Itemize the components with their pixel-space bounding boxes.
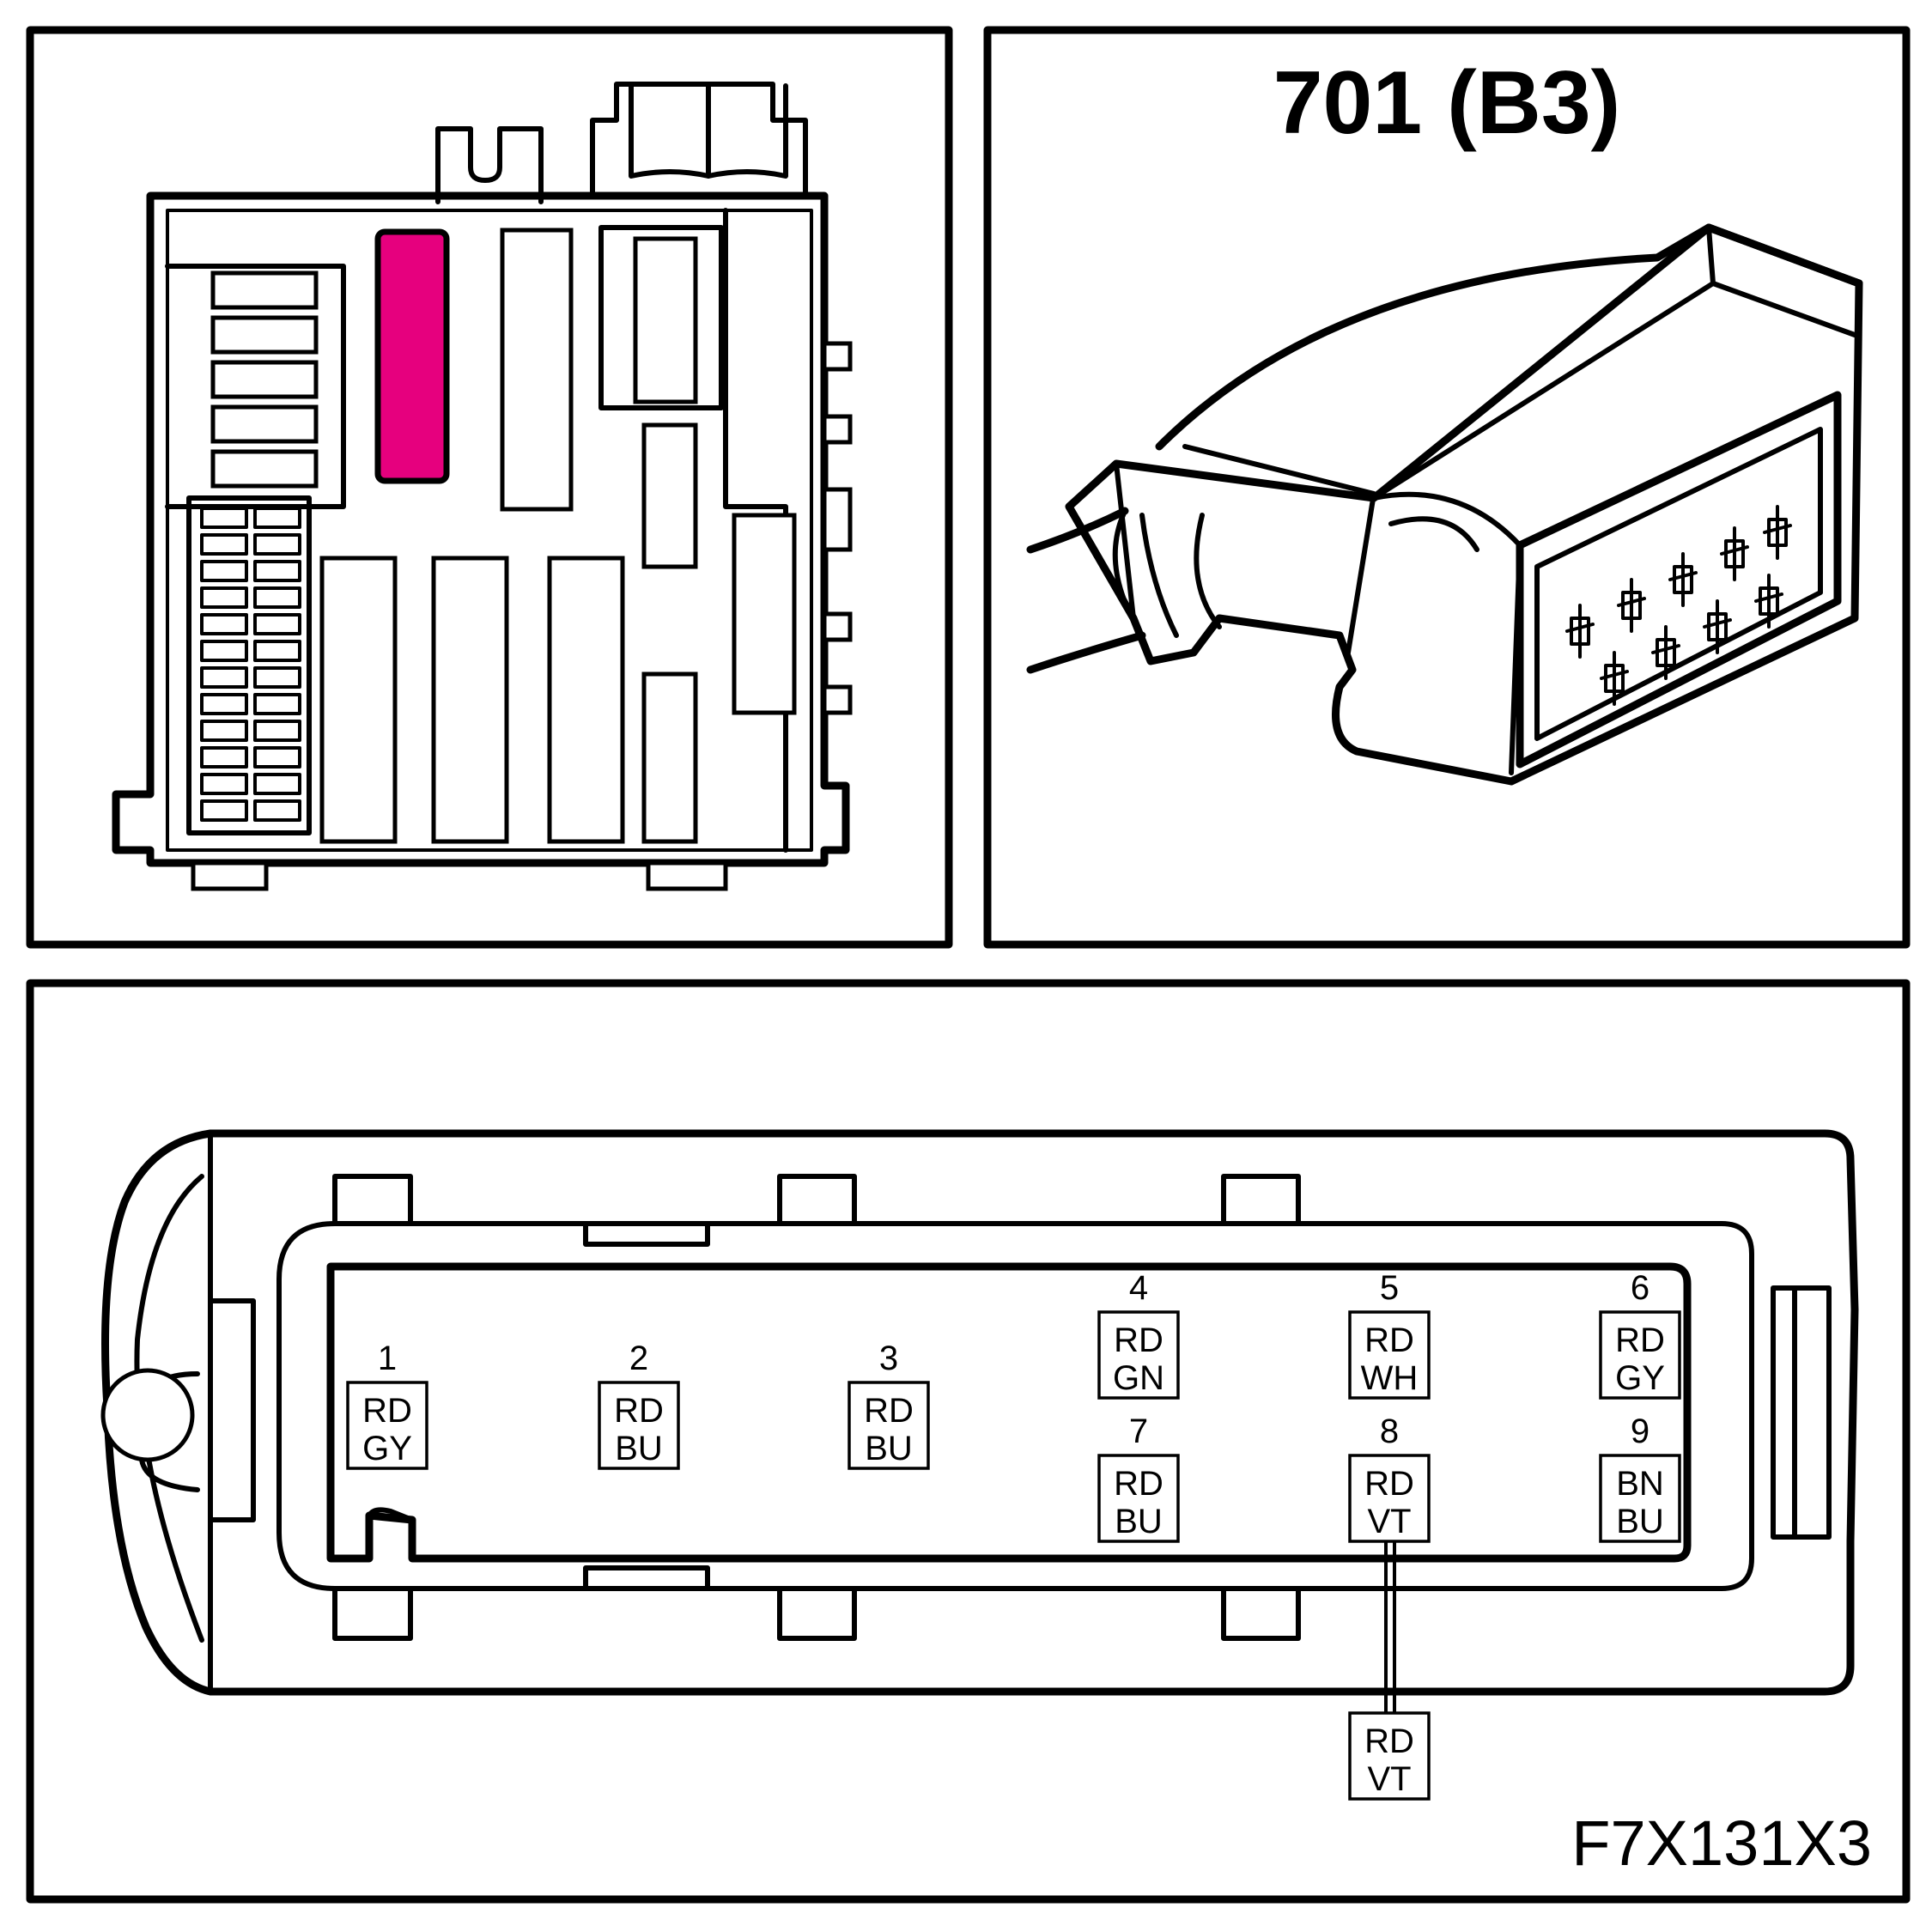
pin-number: 3 — [879, 1340, 898, 1377]
pin-box — [1097, 1310, 1180, 1400]
pin-number: 7 — [1129, 1413, 1148, 1450]
pin-box — [1599, 1454, 1681, 1543]
fuse-box-drawing — [112, 82, 853, 891]
connector-3d-panel — [983, 26, 1911, 949]
pin-box — [346, 1381, 428, 1470]
pin-color-1: RD — [362, 1392, 412, 1430]
pin-color-2: BU — [1616, 1503, 1664, 1540]
connector-title: 701 (B3) — [1273, 53, 1621, 153]
pin-number: 2 — [629, 1340, 648, 1377]
splice-color-1: RD — [1364, 1722, 1414, 1760]
highlighted-fuse — [374, 228, 450, 484]
pin-color-1: BN — [1616, 1465, 1664, 1503]
pin-box — [1348, 1454, 1431, 1543]
pin-color-1: RD — [1615, 1321, 1665, 1359]
pin-color-1: RD — [1114, 1465, 1163, 1503]
pin-box — [848, 1381, 930, 1470]
pin-box — [1348, 1310, 1431, 1400]
pin-color-1: RD — [1364, 1465, 1414, 1503]
pin-color-2: BU — [615, 1430, 663, 1467]
splice-color-2: VT — [1367, 1760, 1411, 1798]
pin-color-2: BU — [1115, 1503, 1163, 1540]
pin-box — [1097, 1454, 1180, 1543]
pin-color-2: GY — [1615, 1359, 1665, 1397]
pin-number: 8 — [1380, 1413, 1399, 1450]
pin-list: 1RDGY2RDBU3RDBU4RDGN5RDWH6RDGY7RDBU8RDVT… — [346, 1269, 1681, 1543]
connector-3d-drawing — [1026, 223, 1863, 786]
pin-color-1: RD — [614, 1392, 664, 1430]
pin-color-1: RD — [864, 1392, 914, 1430]
pin-color-2: WH — [1361, 1359, 1419, 1397]
pin-number: 5 — [1380, 1269, 1399, 1307]
pin-number: 6 — [1631, 1269, 1649, 1307]
fuse-box-panel — [26, 26, 953, 949]
pin-number: 4 — [1129, 1269, 1148, 1307]
pin-color-1: RD — [1364, 1321, 1414, 1359]
figure-id: F7X131X3 — [1571, 1807, 1872, 1879]
pin-color-2: VT — [1367, 1503, 1411, 1540]
pin-color-2: BU — [865, 1430, 913, 1467]
pin-box — [1599, 1310, 1681, 1400]
pin-box — [598, 1381, 680, 1470]
splice-box: RD VT — [1348, 1711, 1431, 1801]
pin-color-2: GY — [362, 1430, 412, 1467]
pinout-drawing — [100, 1129, 1859, 1715]
pin-color-2: GN — [1113, 1359, 1164, 1397]
pin-number: 1 — [378, 1340, 397, 1377]
pin-number: 9 — [1631, 1413, 1649, 1450]
pin-color-1: RD — [1114, 1321, 1163, 1359]
pinout-panel — [26, 979, 1911, 1904]
